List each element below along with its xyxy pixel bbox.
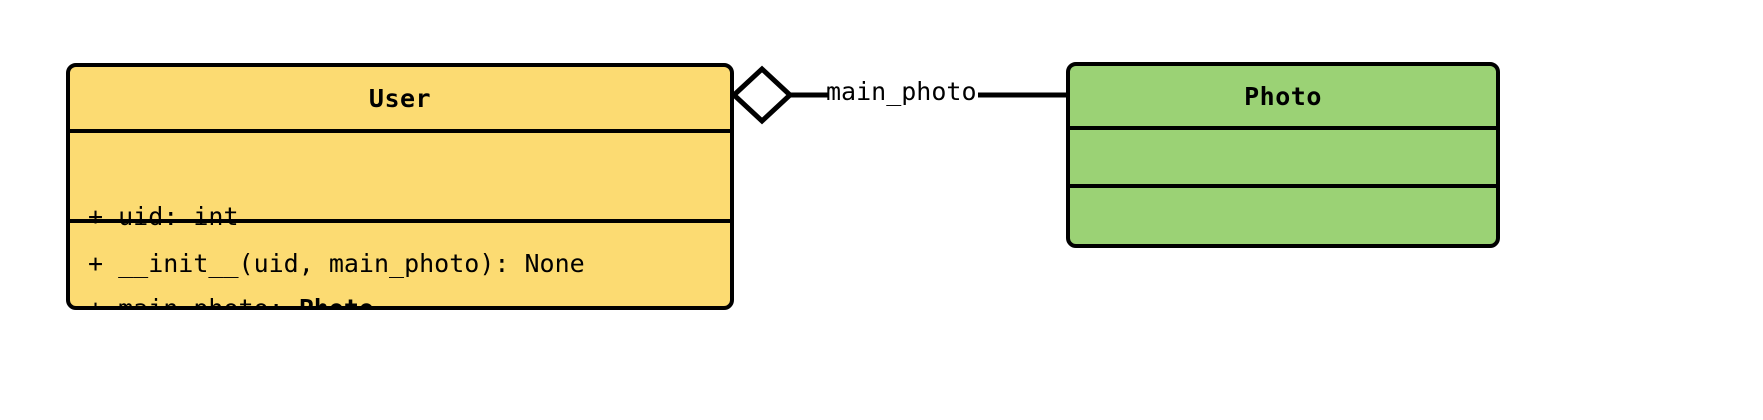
association-label-main-photo: main_photo	[826, 77, 977, 106]
attribute-row: + main_photo: Photo	[88, 293, 716, 310]
attribute-text: + uid: int	[88, 202, 239, 231]
class-photo-title: Photo	[1244, 81, 1322, 111]
method-row: + __init__(uid, main_photo): None	[88, 249, 585, 280]
class-photo-methods	[1070, 184, 1496, 244]
method-text: + __init__(uid, main_photo): None	[88, 249, 585, 279]
aggregation-diamond-icon	[730, 65, 794, 125]
uml-class-photo[interactable]: Photo	[1066, 62, 1500, 248]
attribute-text: + main_photo:	[88, 293, 299, 310]
attribute-row: + uid: int	[88, 202, 716, 233]
class-photo-attributes	[1070, 126, 1496, 184]
class-user-title: User	[368, 83, 432, 113]
class-user-methods: + __init__(uid, main_photo): None	[70, 219, 730, 306]
uml-class-user[interactable]: User + uid: int + main_photo: Photo + __…	[66, 63, 734, 310]
attribute-type: Photo	[298, 293, 374, 310]
class-user-attributes: + uid: int + main_photo: Photo	[70, 129, 730, 306]
